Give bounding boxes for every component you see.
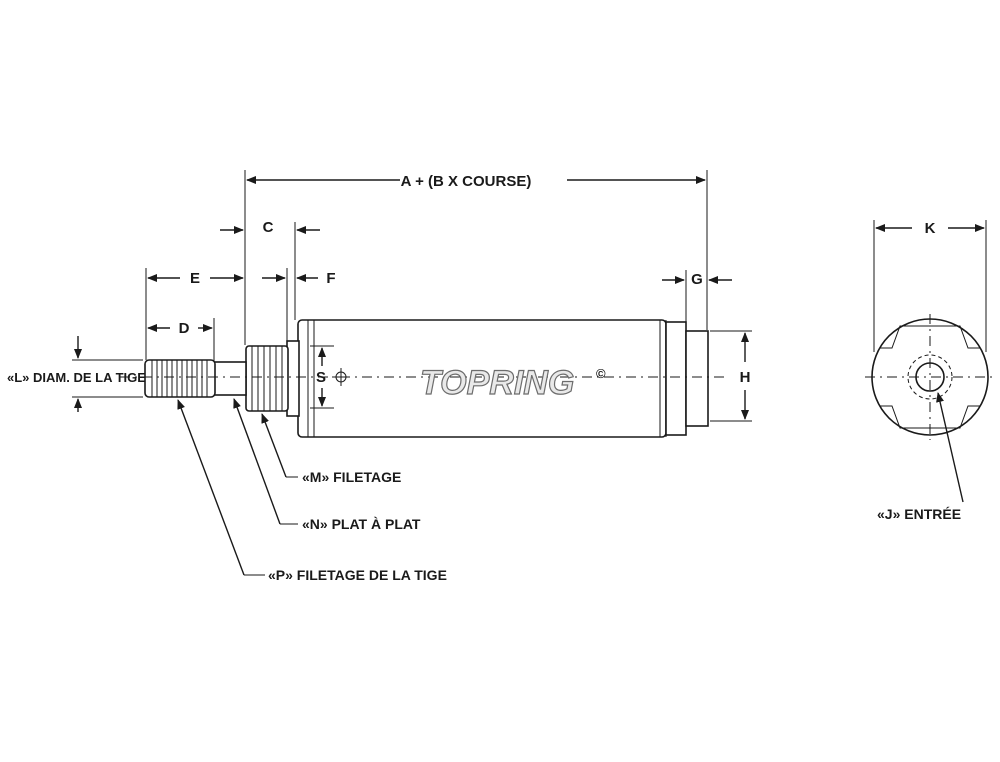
dimension-k-label: K [925,220,936,237]
callout-n: «N» PLAT À PLAT [233,398,421,532]
rod-diameter-label: «L» DIAM. DE LA TIGE [7,370,146,385]
dimension-e-label: E [190,270,200,287]
dimension-g-label: G [691,271,703,288]
dimension-a: A + (B X COURSE) [244,170,708,345]
dimension-s-label: S [316,369,326,386]
dimension-d-label: D [179,320,190,337]
dimension-g: G [662,270,732,322]
callout-j: «J» ENTRÉE [877,392,964,522]
cylinder-body [297,319,709,438]
rod-end-collar [245,340,300,417]
dimension-k: K [873,220,987,352]
dimension-f-label: F [326,270,335,287]
rod-thread-p-label: «P» FILETAGE DE LA TIGE [268,567,447,583]
dimension-s: S [310,345,334,409]
dimension-f: F [262,268,336,341]
svg-text:©: © [596,366,606,381]
thread-m-label: «M» FILETAGE [302,469,401,485]
dimension-l: «L» DIAM. DE LA TIGE [7,336,146,412]
wrench-flat-n-label: «N» PLAT À PLAT [302,516,421,532]
dimension-h-label: H [740,369,751,386]
end-view [865,314,995,440]
piston-rod [144,359,247,398]
dimension-c: C [220,219,320,320]
topring-logo: TOPRING © [419,363,606,402]
dimension-e: E [145,268,244,360]
dimension-c-label: C [263,219,274,236]
center-mark [332,368,350,386]
inlet-j-label: «J» ENTRÉE [877,506,961,522]
dimension-d: D [147,318,215,362]
dimension-h: H [710,330,752,422]
dimension-a-label: A + (B X COURSE) [401,173,532,190]
svg-text:TOPRING: TOPRING [420,364,574,402]
callout-p: «P» FILETAGE DE LA TIGE [177,399,447,583]
callout-m: «M» FILETAGE [261,413,401,485]
